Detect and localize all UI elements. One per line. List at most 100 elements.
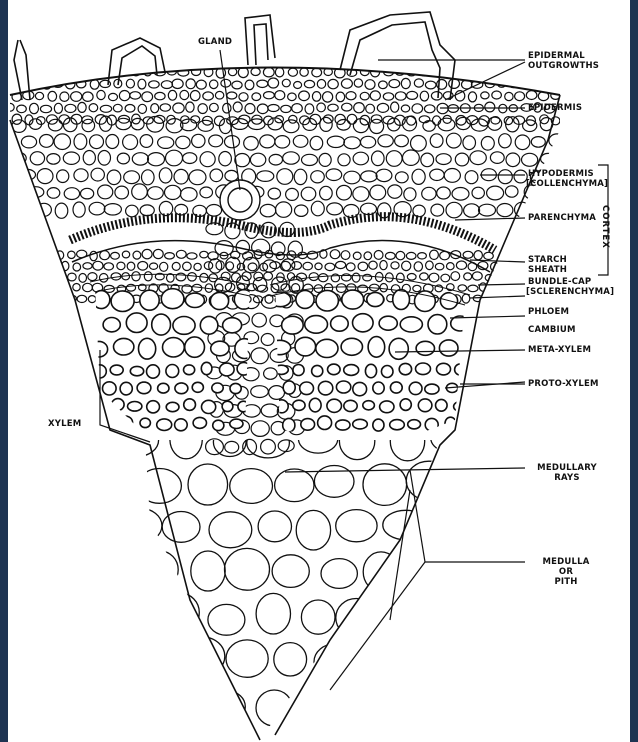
epidermal-cell [389,80,400,88]
bundle-cap-cell [88,296,96,303]
epidermal-cell [190,91,200,101]
epidermal-cell [288,93,297,101]
epidermal-cell [485,102,495,112]
bundle-cap-cell [363,274,372,281]
epidermal-cell [366,104,375,113]
epidermal-cell [113,104,122,112]
epidermal-cell [196,80,206,89]
bundle-cap-cell [127,262,135,270]
epidermal-cell [149,81,160,88]
epidermal-cell [454,67,465,77]
meta-xylem-vessel [161,289,184,309]
hypodermis-cell [388,185,402,198]
hypodermis-cell [200,187,213,198]
epidermal-cell [198,104,207,114]
hypodermis-cell [21,136,36,148]
meta-xylem-vessel [389,338,408,359]
epidermal-cell [407,91,418,99]
pith-cell [423,601,469,636]
hypodermis-cell [311,201,324,216]
proto-xylem-vessel [363,401,375,410]
pith-cell [321,559,357,589]
hypodermis-cell [132,153,148,165]
epidermal-cell [233,102,242,112]
bundle-cap-cell [144,272,152,281]
hypodermis-cell [82,119,95,131]
epidermal-cell [424,105,435,113]
proto-xylem-vessel [112,399,124,411]
epidermal-cell [270,57,278,65]
pith-cell [120,600,153,636]
proto-xylem-vessel [283,381,295,394]
meta-xylem-vessel [152,314,171,335]
meta-xylem-vessel [211,341,229,356]
proto-xylem-vessel [166,402,179,411]
meta-xylem-vessel [140,290,159,310]
bundle-cap-cell [420,273,429,280]
label-epidermis: EPIDERMIS [528,104,582,114]
proto-xylem-vessel [230,383,241,393]
bundle-cap-cell [391,262,399,269]
hypodermis-cell [37,169,53,184]
hypodermis-cell [23,203,36,216]
hypodermis-cell [422,187,436,200]
epidermal-cell [294,82,302,89]
meta-xylem-vessel [393,290,410,310]
bundle-cap-cell [183,262,192,270]
pith-cell [298,686,340,717]
pith-cell [212,691,246,722]
bundle-cap-cell [57,273,65,280]
hypodermis-cell [158,137,174,149]
epidermal-cell [126,79,134,88]
hypodermis-cell [198,120,213,131]
bundle-cap-cell [463,251,473,258]
bundle-cap-cell [62,286,69,292]
epidermal-cell [234,56,245,65]
hypodermis-cell [421,153,434,167]
bundle-cap-cell [150,263,158,269]
pith-cell [407,642,447,682]
pith-cell [191,551,225,591]
ray-cell [209,259,222,273]
epidermal-cell [17,105,27,113]
proto-xylem-vessel [436,399,448,411]
pith-cell [168,687,206,727]
ray-cell [269,386,285,400]
epidermal-cell [354,79,362,87]
epidermal-cell [6,56,14,64]
hypodermis-cell [463,136,476,150]
meta-xylem-vessel [316,339,338,357]
bundle-cap-cell [413,285,421,291]
proto-xylem-vessel [147,365,160,378]
hypodermis-cell [294,169,307,184]
hypodermis-cell [123,135,138,150]
ray-cell [278,440,294,452]
epidermal-cell [342,103,352,111]
proto-xylem-vessel [336,420,350,430]
pith-cell [188,464,228,505]
proto-xylem-vessel [301,419,315,431]
hypodermis-cell [206,205,221,217]
hypodermis-cell [437,187,451,199]
epidermal-cell [379,81,388,89]
bundle-cap-cell [364,252,372,260]
epidermal-cell [210,80,218,89]
hypodermis-cell [192,134,205,147]
hypodermis-cell [490,152,504,164]
epidermal-cell [203,92,214,100]
epidermal-cell [151,104,159,113]
epidermal-cell [239,93,248,101]
hypodermis-cell [386,151,402,167]
hypodermis-cell [244,137,259,151]
epidermal-cell [346,92,356,100]
meta-xylem-vessel [282,316,304,334]
pith-cell [340,688,378,720]
hypodermis-cell [98,151,110,166]
meta-xylem-vessel [173,317,195,335]
epidermal-cell [223,103,231,113]
hypodermis-cell [74,134,87,150]
meta-xylem-vessel [185,293,204,307]
epidermal-cell [414,79,423,87]
hypodermis-cell [353,152,368,165]
